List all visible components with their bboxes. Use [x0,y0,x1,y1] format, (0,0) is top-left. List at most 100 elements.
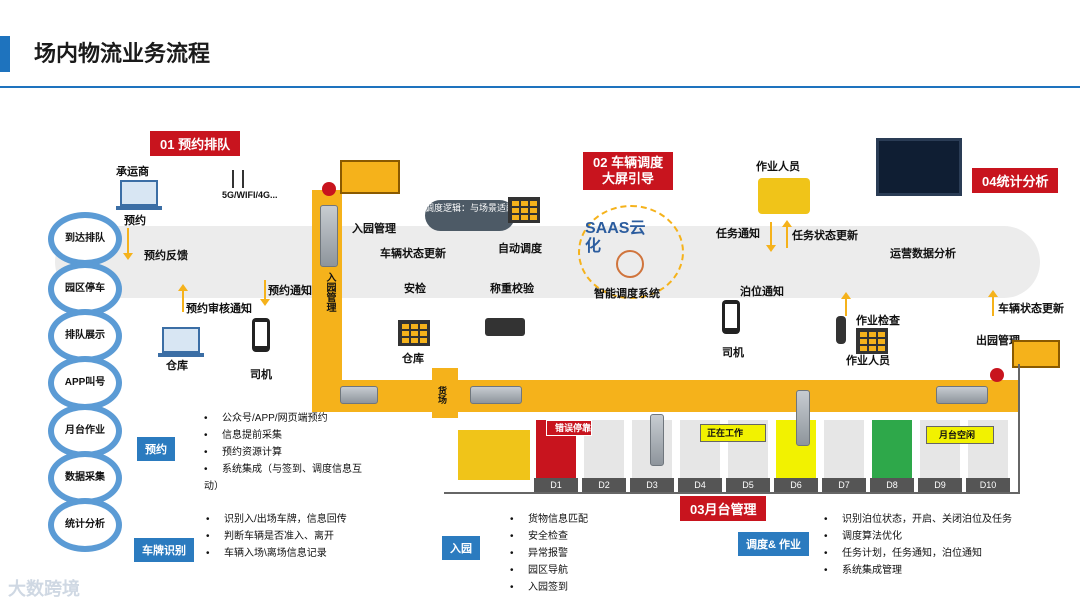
road-horizontal-b [458,380,1018,412]
booking-arrow [123,228,133,260]
ops-analysis-label: 运营数据分析 [890,248,956,260]
gate-vertical-label: 入园管理 [324,272,335,312]
truck-d6-icon [796,390,810,446]
step-data-collect: 数据采集 [48,451,122,505]
page-title: 场内物流业务流程 [34,41,211,66]
dock-bay-label: D3 [630,478,674,492]
task-notice-arrow [766,222,776,252]
dock-bay-label: D5 [726,478,770,492]
dock-bay-label: D10 [966,478,1010,492]
saas-label: SAAS云化 [585,220,646,255]
gate-manage-label: 入园管理 [352,223,396,235]
booking-tag: 预约 [137,437,175,461]
driver-a-label: 司机 [250,369,272,381]
section-04-tag: 04统计分析 [972,168,1059,193]
booking-feedback-label: 预约反馈 [144,250,188,262]
entry-bullets: 货物信息匹配 安全检查 异常报警 园区导航 入园签到 [510,511,588,596]
step-dock-work: 月台作业 [48,404,122,458]
step-app-call: APP叫号 [48,356,122,410]
driver-phone-icon [252,318,270,352]
bullet-item: 入园签到 [510,579,588,596]
bullet-item: 异常报警 [510,545,588,562]
bullet-item: 园区导航 [510,562,588,579]
inspect-arrow [841,292,851,316]
warehouse-a-label: 仓库 [166,360,188,372]
dock-area [444,364,1020,494]
exit-arrow [988,290,998,316]
operator-a-label: 作业人员 [756,161,800,173]
dock-bay [872,420,912,480]
bullet-item: 货物信息匹配 [510,511,588,528]
gate-stop-icon [322,182,336,196]
inspect-label: 作业检查 [856,315,900,327]
dock-bay-label: D6 [774,478,818,492]
dashboard-monitor-icon [876,138,962,196]
bullet-item: 信息提前采集 [204,427,374,444]
watermark: 大数跨境 [8,579,80,599]
section-01-tag: 01 预约排队 [150,131,241,156]
notice-arrow [260,280,270,306]
dispatch-tag: 调度& 作业 [738,532,809,556]
bullet-item: 任务计划，任务通知，泊位通知 [824,545,1020,562]
dock-bay-label: D2 [582,478,626,492]
truck-d3-icon [650,414,664,466]
inspect-grid-icon [856,328,888,354]
section-02-tag: 02 车辆调度 大屏引导 [583,152,674,190]
security-label: 安检 [404,283,426,295]
booking-label: 预约 [124,215,146,227]
dock-bay-label: D7 [822,478,866,492]
antenna-icon [232,170,244,188]
saas-cloud [578,205,684,299]
working-tag: 正在工作 [700,424,766,442]
driver-b-label: 司机 [722,347,744,359]
carrier-laptop-icon [116,180,162,210]
process-band [55,226,1040,298]
exit-manage-label: 出园管理 [976,335,1020,347]
dispatch-bullets: 识别泊位状态，开启、关闭泊位及任务 调度算法优化 任务计划，任务通知，泊位通知 … [824,511,1020,579]
worker-icon [836,316,846,344]
globe-icon [616,250,644,278]
dock-bay-label: D4 [678,478,722,492]
carrier-label: 承运商 [116,166,149,178]
warehouse-grid-icon [398,320,430,346]
dispatch-grid-icon [508,197,540,223]
dock-bay-label: D1 [534,478,578,492]
dock-bay-label: D9 [918,478,962,492]
bullet-item: 系统集成（与签到、调度信息互动） [204,461,374,495]
truck-icon [340,386,378,404]
bullet-item: 车辆入场\离场信息记录 [206,545,347,562]
warehouse-b-label: 仓库 [402,353,424,365]
step-arrive: 到达排队 [48,212,122,266]
section-03-tag: 03月台管理 [680,496,767,521]
dock-bay [824,420,864,480]
plate-tag: 车牌识别 [134,538,194,562]
zone-vertical-label: 货场 [437,386,447,404]
truck-icon [470,386,522,404]
bullet-item: 系统集成管理 [824,562,1020,579]
working-label: 正在工作 [707,428,744,438]
bullet-item: 识别泊位状态，开启、关闭泊位及任务 [824,511,1020,528]
error-stop-label: 错误停靠 [555,423,592,433]
step-stats: 统计分析 [48,498,122,552]
bullet-item: 调度算法优化 [824,528,1020,545]
berth-notice-label: 泊位通知 [740,286,784,298]
dock-bay-label: D8 [870,478,914,492]
forklift-icon [758,178,810,214]
network-label: 5G/WIFI/4G... [222,190,278,200]
bullet-item: 预约资源计算 [204,444,374,461]
exit-building-icon [1012,340,1060,368]
weigh-truck-icon [485,318,525,336]
exit-stop-icon [990,368,1004,382]
step-queue-display: 排队展示 [48,309,122,363]
status-update-a-label: 车辆状态更新 [380,248,446,260]
plate-bullets: 识别入/出场车牌，信息回传 判断车辆是否准入、离开 车辆入场\离场信息记录 [206,511,347,562]
idle-label: 月台空闲 [939,430,976,440]
dispatch-logic-bubble: 调度逻辑：与场景适配 [425,200,515,231]
title-divider [0,86,1080,88]
idle-tag: 月台空闲 [926,426,994,444]
bullet-item: 安全检查 [510,528,588,545]
road-gate [432,368,458,418]
warehouse-laptop-icon [158,327,204,357]
smart-dispatch-label: 智能调度系统 [594,288,660,300]
gate-building-icon [340,160,400,194]
